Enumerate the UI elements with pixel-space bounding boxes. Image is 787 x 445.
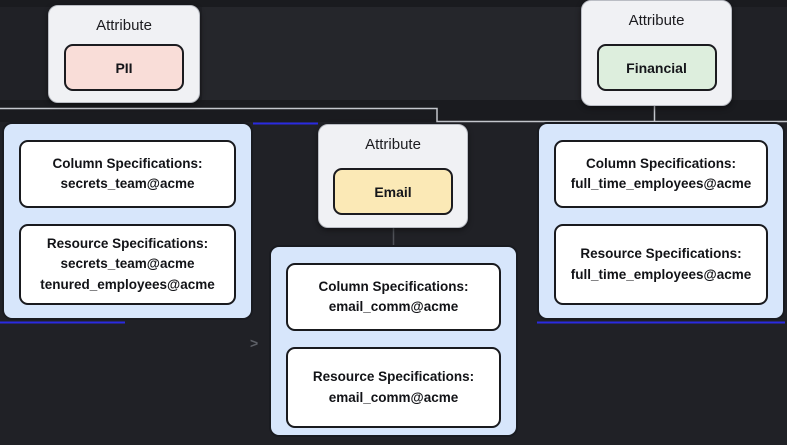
canvas-band: [202, 7, 581, 107]
resource-specifications-value: tenured_employees@acme: [40, 276, 215, 292]
attribute-chip-financial[interactable]: Financial: [596, 44, 717, 91]
resource-specifications-box[interactable]: Resource Specifications: secrets_team@ac…: [19, 224, 236, 305]
resource-specifications-value: secrets_team@acme: [60, 256, 195, 272]
column-specifications-title: Column Specifications:: [52, 155, 203, 171]
resource-specifications-title: Resource Specifications:: [312, 369, 475, 385]
resource-specifications-title: Resource Specifications:: [580, 246, 742, 262]
column-specifications-title: Column Specifications:: [318, 278, 469, 294]
column-specifications-value: email_comm@acme: [328, 299, 459, 314]
attribute-node-pii[interactable]: Attribute PII: [48, 5, 200, 103]
column-specifications-box[interactable]: Column Specifications: full_time_employe…: [554, 140, 768, 208]
resource-specifications-box[interactable]: Resource Specifications: full_time_emplo…: [554, 224, 768, 305]
attribute-chip-email[interactable]: Email: [333, 168, 453, 215]
attribute-node-financial[interactable]: Attribute Financial: [581, 0, 732, 106]
column-specifications-value: full_time_employees@acme: [570, 176, 752, 191]
spec-container-secrets-team[interactable]: Column Specifications: secrets_team@acme…: [2, 122, 253, 320]
resource-specifications-value: full_time_employees@acme: [570, 266, 752, 282]
spec-container-full-time-employees[interactable]: Column Specifications: full_time_employe…: [537, 122, 785, 320]
edge-gray-horizontal[interactable]: [0, 107, 787, 123]
attribute-chip-pii[interactable]: PII: [64, 44, 184, 91]
resource-specifications-title: Resource Specifications:: [46, 236, 209, 252]
resource-specifications-value: email_comm@acme: [328, 389, 459, 405]
column-specifications-title: Column Specifications:: [585, 155, 737, 171]
column-specifications-box[interactable]: Column Specifications: email_comm@acme: [286, 263, 501, 331]
resource-specifications-box[interactable]: Resource Specifications: email_comm@acme: [286, 347, 501, 428]
spec-container-email-comm[interactable]: Column Specifications: email_comm@acme R…: [269, 245, 518, 437]
attribute-node-title: Attribute: [96, 17, 152, 34]
attribute-node-title: Attribute: [365, 136, 421, 153]
edge-arrowhead-icon: >: [250, 335, 259, 351]
column-specifications-value: secrets_team@acme: [60, 176, 195, 191]
attribute-node-title: Attribute: [628, 12, 685, 29]
attribute-node-email[interactable]: Attribute Email: [318, 124, 468, 228]
column-specifications-box[interactable]: Column Specifications: secrets_team@acme: [19, 140, 236, 208]
canvas-band: [0, 0, 787, 7]
